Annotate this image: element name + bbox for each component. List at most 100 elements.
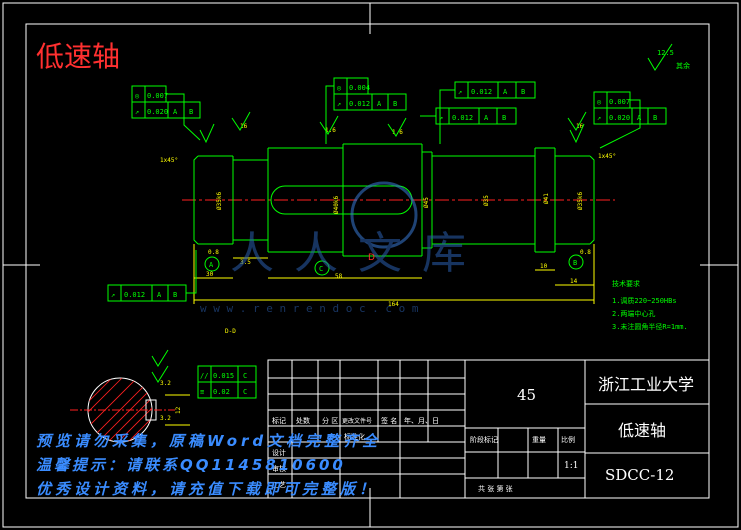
- svg-text:1.调质220~250HBs: 1.调质220~250HBs: [612, 296, 677, 305]
- svg-text:0.012: 0.012: [452, 114, 473, 122]
- svg-text:Ø41: Ø41: [543, 193, 550, 204]
- surface-finish-marks: [199, 111, 587, 144]
- svg-text:◎: ◎: [337, 84, 342, 92]
- sheet-center-marks: [3, 3, 738, 527]
- svg-text:浙江工业大学: 浙江工业大学: [598, 375, 694, 394]
- svg-text:工艺: 工艺: [272, 481, 286, 489]
- svg-text:w w w . r e n r e n d o c . c: w w w . r e n r e n d o c . c o m: [200, 302, 419, 315]
- svg-text:Ø35k6: Ø35k6: [216, 192, 223, 210]
- svg-text:分 区: 分 区: [322, 416, 338, 425]
- svg-text:0.020: 0.020: [147, 108, 168, 116]
- svg-text:3.2: 3.2: [160, 415, 171, 422]
- svg-text:3.2: 3.2: [160, 380, 171, 387]
- svg-text:14: 14: [570, 278, 578, 285]
- svg-text:低速轴: 低速轴: [618, 421, 666, 440]
- title-block: [267, 359, 710, 499]
- svg-text:B: B: [393, 100, 397, 108]
- svg-text:↗: ↗: [337, 100, 341, 108]
- svg-text:其余: 其余: [676, 61, 690, 70]
- svg-text:D-D: D-D: [225, 328, 236, 335]
- svg-text:重量: 重量: [532, 436, 546, 444]
- svg-text:A: A: [484, 114, 489, 122]
- svg-text:0.8: 0.8: [580, 249, 591, 256]
- svg-text:人人文库: 人人文库: [230, 228, 486, 279]
- svg-text:↗: ↗: [458, 88, 462, 96]
- svg-text:标记: 标记: [272, 416, 286, 425]
- svg-text:0.012: 0.012: [471, 88, 492, 96]
- svg-text://: //: [200, 372, 208, 380]
- svg-text:C: C: [319, 265, 323, 273]
- svg-text:阶段标记: 阶段标记: [470, 435, 498, 444]
- svg-text:30: 30: [206, 271, 214, 278]
- svg-text:0.007: 0.007: [609, 98, 630, 106]
- svg-text:58: 58: [335, 273, 343, 280]
- svg-text:↗: ↗: [439, 114, 443, 122]
- svg-text:处数: 处数: [296, 416, 310, 425]
- svg-text:A: A: [173, 108, 178, 116]
- svg-text:审核: 审核: [272, 464, 286, 473]
- svg-text:16: 16: [576, 123, 584, 130]
- svg-text:↗: ↗: [597, 114, 601, 122]
- svg-text:C: C: [243, 388, 247, 396]
- svg-text:0.004: 0.004: [349, 84, 370, 92]
- svg-text:◎: ◎: [597, 98, 602, 106]
- svg-text:Ø35: Ø35: [483, 195, 490, 206]
- svg-text:3.5: 3.5: [240, 259, 251, 266]
- svg-text:1x45°: 1x45°: [160, 157, 178, 164]
- datum-markers: A C B D: [204, 253, 584, 276]
- svg-text:164: 164: [388, 301, 399, 308]
- svg-text:0.015: 0.015: [213, 372, 234, 380]
- svg-text:0.012: 0.012: [349, 100, 370, 108]
- svg-text:↗: ↗: [111, 291, 115, 299]
- svg-text:0.012: 0.012: [124, 291, 145, 299]
- overlay-line-1: 预览请勿采集，原稿Word文档完整齐全: [36, 432, 382, 450]
- svg-text:B: B: [573, 259, 577, 267]
- title-watermark: 低速轴: [36, 40, 120, 73]
- svg-text:1x45°: 1x45°: [598, 153, 616, 160]
- svg-text:Ø45: Ø45: [423, 197, 430, 208]
- site-watermark: 人人文库 w w w . r e n r e n d o c . c o m: [200, 181, 486, 315]
- svg-text:0.020: 0.020: [609, 114, 630, 122]
- svg-text:3.未注圆角半径R=1mm.: 3.未注圆角半径R=1mm.: [612, 322, 688, 331]
- svg-text:年、月、日: 年、月、日: [404, 416, 439, 425]
- overlay-line-3: 优秀设计资料，请充值下载即可完整版！: [36, 480, 379, 498]
- dimension-texts: 30 3.5 58 164 10 14 1x45° 1x45° 16 1.6 1…: [160, 123, 616, 308]
- svg-text:A: A: [157, 291, 162, 299]
- overlay-line-2: 温馨提示：请联系QQ1145810600: [36, 456, 346, 474]
- svg-text:2.两端中心孔: 2.两端中心孔: [612, 309, 655, 318]
- svg-text:1:1: 1:1: [564, 461, 578, 471]
- svg-text:≡: ≡: [200, 388, 204, 396]
- svg-text:标准化: 标准化: [344, 432, 365, 441]
- svg-text:A: A: [377, 100, 382, 108]
- svg-text:SDCC-12: SDCC-12: [605, 466, 674, 484]
- title-block-texts: 45 浙江工业大学 低速轴 SDCC-12 1:1 标记 处数 分 区 更改文件…: [272, 375, 694, 493]
- svg-text:技术要求: 技术要求: [612, 279, 640, 288]
- svg-text:16: 16: [240, 123, 248, 130]
- surface-finish-corner: 12.5 其余: [647, 43, 690, 71]
- svg-text:设计: 设计: [272, 448, 286, 457]
- svg-text:1.6: 1.6: [325, 127, 336, 134]
- svg-text:0.02: 0.02: [213, 388, 230, 396]
- svg-text:Ø40k6: Ø40k6: [333, 196, 340, 214]
- svg-text:B: B: [189, 108, 193, 116]
- svg-text:A: A: [209, 261, 214, 269]
- svg-text:12.5: 12.5: [657, 49, 674, 57]
- svg-text:B: B: [502, 114, 506, 122]
- svg-text:A: A: [503, 88, 508, 96]
- leader-lines: [166, 85, 641, 294]
- svg-text:45: 45: [517, 386, 536, 404]
- svg-text:Ø35k6: Ø35k6: [577, 192, 584, 210]
- svg-text:B: B: [653, 114, 657, 122]
- svg-text:比例: 比例: [561, 435, 575, 444]
- svg-text:10: 10: [540, 263, 548, 270]
- svg-text:12: 12: [175, 406, 182, 414]
- svg-text:B: B: [521, 88, 525, 96]
- svg-text:签 名: 签 名: [381, 416, 397, 425]
- svg-text:C: C: [243, 372, 247, 380]
- svg-text:更改文件号: 更改文件号: [342, 417, 372, 425]
- svg-text:共 张 第 张: 共 张 第 张: [478, 484, 513, 493]
- svg-text:↗: ↗: [135, 108, 139, 116]
- dimension-lines: [193, 244, 595, 304]
- svg-text:D: D: [368, 253, 375, 263]
